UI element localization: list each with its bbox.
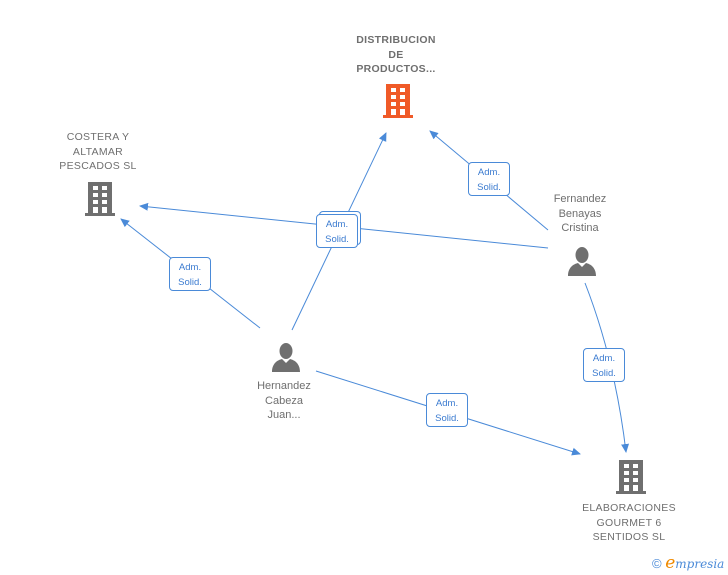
brand-name: mpresia <box>675 557 725 571</box>
edge-label-fernandez-costera[interactable]: Adm. Solid. <box>316 214 358 248</box>
copyright-icon: © <box>652 556 662 571</box>
node-label-fernandez[interactable]: Fernandez Benayas Cristina <box>553 193 607 234</box>
edge-label-line2: Solid. <box>592 368 616 379</box>
building-icon-elaboraciones[interactable] <box>616 460 646 494</box>
empresia-brand: © empresia <box>652 553 724 573</box>
person-icon-hernandez[interactable] <box>271 342 301 372</box>
node-label-costera[interactable]: COSTERA Y ALTAMAR PESCADOS SL <box>59 131 137 172</box>
edge-label-line1: Adm. <box>435 398 459 409</box>
person-icon-fernandez[interactable] <box>567 246 597 276</box>
edge-label-line2: Solid. <box>435 413 459 424</box>
edge-label-line1: Adm. <box>178 262 202 273</box>
edge-label-hernandez-costera[interactable]: Adm. Solid. <box>169 257 211 291</box>
building-icon-costera[interactable] <box>85 182 115 216</box>
node-label-distribucion[interactable]: DISTRIBUCION DE PRODUCTOS... <box>356 34 436 75</box>
brand-e: e <box>665 553 676 573</box>
edge-label-line1: Adm. <box>325 219 349 230</box>
edge-label-fernandez-distribucion[interactable]: Adm. Solid. <box>468 162 510 196</box>
edge-label-line2: Solid. <box>178 277 202 288</box>
edge-label-hernandez-elaboraciones[interactable]: Adm. Solid. <box>426 393 468 427</box>
node-label-elaboraciones[interactable]: ELABORACIONES GOURMET 6 SENTIDOS SL <box>582 502 676 543</box>
edge-label-line1: Adm. <box>592 353 616 364</box>
edge-label-line2: Solid. <box>477 182 501 193</box>
edge-label-line2: Solid. <box>325 234 349 245</box>
node-label-hernandez[interactable]: Hernandez Cabeza Juan... <box>257 380 311 421</box>
building-icon-distribucion[interactable] <box>383 84 413 118</box>
edge-label-line1: Adm. <box>477 167 501 178</box>
edge-label-fernandez-elaboraciones[interactable]: Adm. Solid. <box>583 348 625 382</box>
